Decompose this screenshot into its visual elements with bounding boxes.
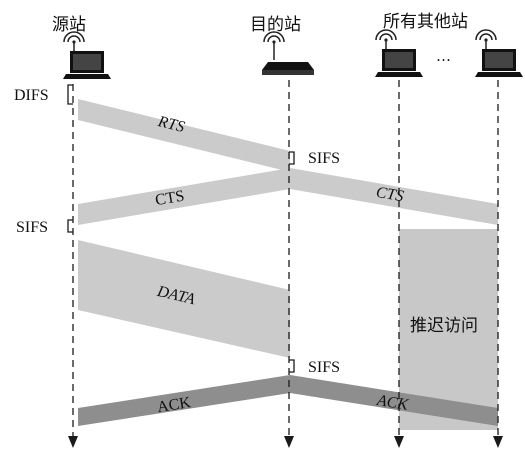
rts-frame-band: [78, 99, 290, 172]
ack-others-frame-band: [290, 375, 498, 426]
sifs-dest-label-1: SIFS: [308, 150, 340, 167]
sifs-source-bracket: [67, 219, 73, 233]
source-station-label: 源站: [52, 15, 86, 35]
laptop-icon: [375, 29, 423, 77]
laptop-icon: [63, 31, 111, 79]
router-icon: [262, 31, 314, 75]
sifs-dest-label-2: SIFS: [308, 359, 340, 376]
data-frame-band: [78, 240, 290, 358]
rts-label: RTS: [155, 113, 186, 136]
sifs-dest-bracket-1: [289, 151, 295, 165]
sifs-source-label: SIFS: [16, 219, 48, 236]
cts-others-label: CTS: [375, 184, 405, 205]
other-stations-label: 所有其他站: [383, 12, 468, 32]
ack-label: ACK: [156, 394, 192, 416]
laptop-icon: [475, 29, 523, 77]
cts-frame-band: [78, 168, 290, 225]
destination-station-label: 目的站: [250, 15, 301, 35]
cts-others-frame-band: [290, 168, 498, 225]
destination-timeline-arrowhead: [284, 436, 294, 448]
ack-frame-band: [78, 375, 290, 426]
source-timeline-arrowhead: [68, 436, 78, 448]
difs-bracket: [67, 84, 73, 105]
other-station-1-timeline-arrowhead: [394, 436, 404, 448]
stations-ellipsis: …: [436, 47, 451, 65]
sifs-dest-bracket-2: [289, 359, 295, 373]
other-station-2-timeline-arrowhead: [493, 436, 503, 448]
deferred-access-label: 推迟访问: [410, 316, 478, 336]
difs-label: DIFS: [14, 87, 49, 104]
cts-label: CTS: [154, 188, 186, 210]
ack-others-label: ACK: [375, 392, 411, 414]
